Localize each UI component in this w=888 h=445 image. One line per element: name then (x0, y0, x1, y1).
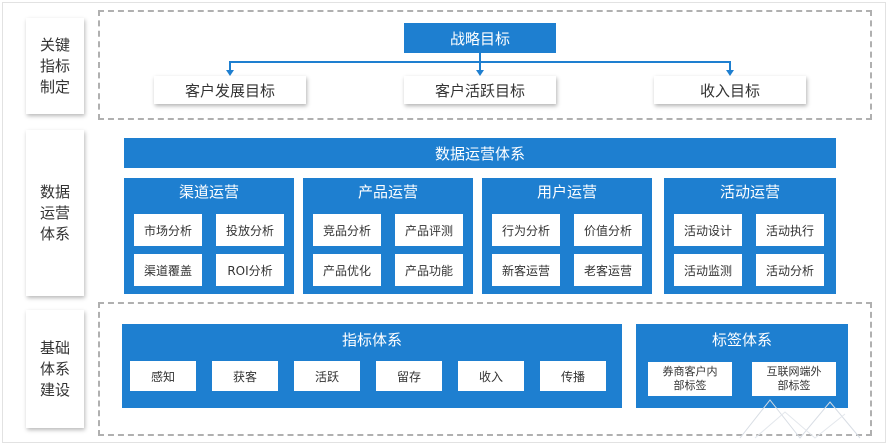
ops-group-user: 用户运营 行为分析 价值分析 新客运营 老客运营 (482, 178, 652, 294)
strategy-goal-box: 战略目标 (404, 23, 556, 53)
ops-group-campaign: 活动运营 活动设计 活动执行 活动监测 活动分析 (664, 178, 836, 294)
arrow-down-icon (476, 70, 484, 76)
ops-item: 新客运营 (492, 254, 560, 286)
tag-system-title: 标签体系 (711, 330, 772, 349)
ops-item: 投放分析 (216, 214, 284, 246)
tag-system-panel: 标签体系 券商客户内部标签 互联网端外部标签 (636, 324, 848, 408)
ops-item: ROI分析 (216, 254, 284, 286)
ops-item: 渠道覆盖 (134, 254, 202, 286)
goal-label: 客户发展目标 (184, 81, 275, 100)
ops-item: 市场分析 (134, 214, 202, 246)
tag-item-broker-internal: 券商客户内部标签 (648, 362, 732, 396)
connector-vertical-main (479, 53, 481, 62)
row-label-strategy-text: 关键指标制定 (39, 35, 70, 96)
metric-item: 感知 (130, 361, 196, 391)
strategy-goal-title: 战略目标 (449, 29, 510, 48)
ops-item: 活动设计 (674, 214, 742, 246)
ops-group-title: 用户运营 (536, 182, 597, 201)
ops-system-title: 数据运营体系 (434, 144, 525, 163)
ops-group-title: 活动运营 (719, 182, 780, 201)
watermark-decoration (739, 399, 861, 439)
arrow-down-icon (726, 70, 734, 76)
connector-drop-center (479, 61, 481, 70)
ops-group-title: 产品运营 (357, 182, 418, 201)
ops-item: 行为分析 (492, 214, 560, 246)
goal-customer-growth: 客户发展目标 (154, 76, 306, 104)
ops-item: 活动分析 (756, 254, 824, 286)
ops-group-product: 产品运营 竞品分析 产品评测 产品优化 产品功能 (303, 178, 473, 294)
ops-item: 老客运营 (574, 254, 642, 286)
metric-item: 传播 (540, 361, 606, 391)
ops-item: 活动执行 (756, 214, 824, 246)
row-label-base: 基础体系建设 (26, 310, 84, 428)
goal-customer-activity: 客户活跃目标 (404, 76, 556, 104)
row-label-strategy: 关键指标制定 (26, 18, 84, 114)
row-label-ops-text: 数据运营体系 (39, 182, 70, 243)
ops-group-channel: 渠道运营 市场分析 投放分析 渠道覆盖 ROI分析 (124, 178, 294, 294)
tag-item-label: 互联网端外部标签 (766, 365, 822, 392)
tag-item-label: 券商客户内部标签 (662, 365, 718, 392)
ops-item: 竞品分析 (313, 214, 381, 246)
ops-item: 产品功能 (395, 254, 463, 286)
ops-system-banner: 数据运营体系 (124, 138, 836, 168)
metrics-system-panel: 指标体系 感知 获客 活跃 留存 收入 传播 (122, 324, 622, 408)
ops-item: 价值分析 (574, 214, 642, 246)
ops-group-title: 渠道运营 (178, 182, 239, 201)
goal-label: 收入目标 (699, 81, 760, 100)
connector-drop-left (229, 61, 231, 70)
metric-item: 获客 (212, 361, 278, 391)
metrics-system-title: 指标体系 (341, 330, 402, 349)
row-label-base-text: 基础体系建设 (39, 338, 70, 399)
ops-item: 产品优化 (313, 254, 381, 286)
arrow-down-icon (226, 70, 234, 76)
row-label-ops: 数据运营体系 (26, 130, 84, 296)
ops-item: 活动监测 (674, 254, 742, 286)
metric-item: 收入 (458, 361, 524, 391)
tag-item-internet-external: 互联网端外部标签 (752, 362, 836, 396)
metric-item: 留存 (376, 361, 442, 391)
goal-label: 客户活跃目标 (434, 81, 525, 100)
goal-revenue: 收入目标 (654, 76, 806, 104)
ops-item: 产品评测 (395, 214, 463, 246)
metric-item: 活跃 (294, 361, 360, 391)
connector-drop-right (729, 61, 731, 70)
